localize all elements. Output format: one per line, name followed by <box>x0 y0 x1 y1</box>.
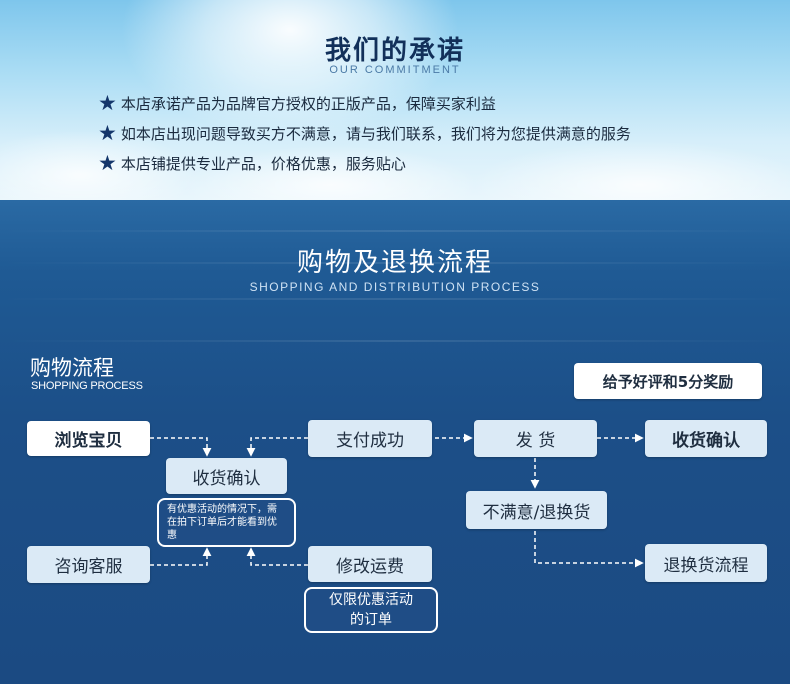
commitment-list: ★本店承诺产品为品牌官方授权的正版产品，保障买家利益 ★如本店出现问题导致买方不… <box>98 88 631 178</box>
wave-line <box>0 340 790 342</box>
commitment-item-text: 本店承诺产品为品牌官方授权的正版产品，保障买家利益 <box>120 95 496 113</box>
commitment-item-text: 如本店出现问题导致买方不满意，请与我们联系，我们将为您提供满意的服务 <box>120 125 631 143</box>
consult-service-box: 咨询客服 <box>27 546 150 583</box>
confirm-receipt-box-left: 收货确认 <box>166 458 287 494</box>
commitment-subtitle: OUR COMMITMENT <box>329 64 461 76</box>
unsatisfied-return-box: 不满意/退换货 <box>466 491 607 529</box>
wave-line <box>0 262 790 264</box>
browse-item-box: 浏览宝贝 <box>27 421 150 456</box>
commitment-item: ★本店承诺产品为品牌官方授权的正版产品，保障买家利益 <box>98 88 631 118</box>
star-icon: ★ <box>98 151 117 175</box>
wave-line <box>0 298 790 300</box>
shopping-process-subtitle: SHOPPING PROCESS <box>31 380 143 392</box>
wave-line <box>0 230 790 232</box>
star-icon: ★ <box>98 91 117 115</box>
review-reward-box: 给予好评和5分奖励 <box>574 363 762 399</box>
discount-only-note: 仅限优惠活动的订单 <box>304 587 438 633</box>
payment-success-box: 支付成功 <box>308 420 432 457</box>
sun-glow <box>120 0 460 140</box>
shopping-process-title: 购物流程 <box>30 356 114 380</box>
commitment-section: 我们的承诺 OUR COMMITMENT ★本店承诺产品为品牌官方授权的正版产品… <box>0 0 790 200</box>
modify-shipping-box: 修改运费 <box>308 546 432 582</box>
process-title: 购物及退换流程 <box>296 248 493 278</box>
process-subtitle: SHOPPING AND DISTRIBUTION PROCESS <box>249 280 541 294</box>
confirm-receipt-box-right: 收货确认 <box>645 420 767 457</box>
return-process-box: 退换货流程 <box>645 544 767 582</box>
ship-box: 发 货 <box>474 420 597 457</box>
commitment-item-text: 本店铺提供专业产品，价格优惠，服务贴心 <box>120 155 406 173</box>
commitment-title: 我们的承诺 <box>324 36 465 66</box>
commitment-item: ★本店铺提供专业产品，价格优惠，服务贴心 <box>98 148 631 178</box>
star-icon: ★ <box>98 121 117 145</box>
commitment-item: ★如本店出现问题导致买方不满意，请与我们联系，我们将为您提供满意的服务 <box>98 118 631 148</box>
discount-note: 有优惠活动的情况下，需在拍下订单后才能看到优惠 <box>157 498 296 547</box>
